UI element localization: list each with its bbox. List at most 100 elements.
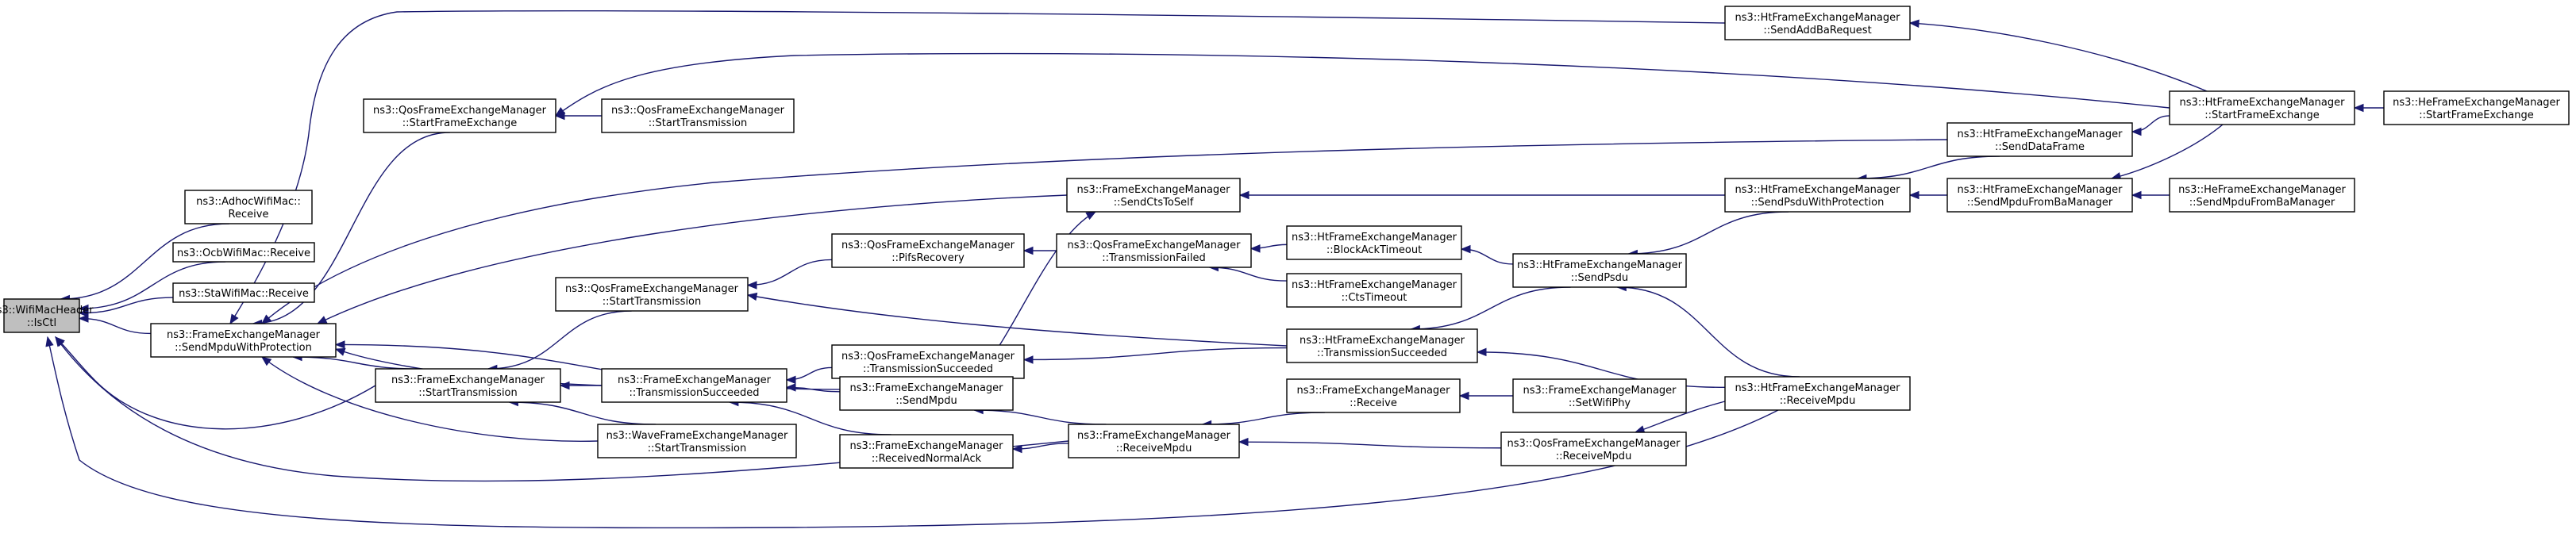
node-label: ::TransmissionSucceeded — [1317, 347, 1447, 359]
node-label: ns3::QosFrameExchangeManager — [841, 351, 1015, 362]
node-qfem_st_a[interactable]: ns3::QosFrameExchangeManager::StartTrans… — [601, 98, 795, 133]
node-fem_smwp[interactable]: ns3::FrameExchangeManager::SendMpduWithP… — [150, 323, 337, 358]
arrowhead-htfem_rm-to-root — [45, 336, 54, 347]
node-label: ::SendCtsToSelf — [1114, 197, 1194, 209]
node-ocb[interactable]: ns3::OcbWifiMac::Receive — [172, 242, 315, 263]
node-box[interactable] — [1286, 328, 1478, 363]
node-wfem_st[interactable]: ns3::WaveFrameExchangeManager::StartTran… — [597, 424, 797, 458]
node-htfem_smfbm[interactable]: ns3::HtFrameExchangeManager::SendMpduFro… — [1946, 178, 2133, 213]
node-box[interactable] — [2169, 178, 2355, 213]
node-htfem_sdf[interactable]: ns3::HtFrameExchangeManager::SendDataFra… — [1946, 122, 2133, 157]
node-box[interactable] — [1286, 225, 1462, 260]
node-label: ns3::HtFrameExchangeManager — [1735, 184, 1901, 196]
edge-htfem_sdf-to-fem_smwp — [261, 139, 1948, 324]
node-label: ::SendPsduWithProtection — [1751, 197, 1885, 209]
node-fem_recv[interactable]: ns3::FrameExchangeManager::Receive — [1286, 378, 1461, 413]
node-box[interactable] — [839, 376, 1014, 411]
node-box[interactable] — [3, 298, 80, 333]
arrowhead-htfem_sp-to-htfem_bat — [1460, 244, 1471, 254]
node-qfem_sfe[interactable]: ns3::QosFrameExchangeManager::StartFrame… — [363, 98, 556, 133]
node-box[interactable] — [172, 282, 315, 303]
node-box[interactable] — [555, 277, 749, 312]
arrowhead-htfem_sfe-to-qfem_sfe — [554, 107, 566, 117]
node-label: ::TransmissionFailed — [1102, 252, 1205, 264]
node-box[interactable] — [150, 323, 337, 358]
edge-htfem_ts-to-qfem_st_b — [747, 294, 1288, 347]
edge-htfem_sfe-to-qfem_sfe — [555, 52, 2170, 117]
node-label: ::SendAddBaRequest — [1763, 25, 1871, 36]
node-box[interactable] — [1500, 432, 1687, 466]
node-fem_ts[interactable]: ns3::FrameExchangeManager::TransmissionS… — [601, 368, 787, 403]
node-box[interactable] — [172, 242, 315, 263]
node-box[interactable] — [839, 434, 1014, 469]
edge-htfem_spwp-to-htfem_sp — [1628, 211, 1789, 255]
node-root[interactable]: ns3::WifiMacHeader::IsCtl — [0, 298, 94, 333]
node-htfem_cts[interactable]: ns3::HtFrameExchangeManager::CtsTimeout — [1286, 273, 1462, 308]
node-box[interactable] — [1724, 376, 1911, 411]
arrowhead-fem_rm-to-fem_rna — [1011, 444, 1022, 454]
node-htfem_saba[interactable]: ns3::HtFrameExchangeManager::SendAddBaRe… — [1724, 6, 1911, 40]
node-sta[interactable]: ns3::StaWifiMac::Receive — [172, 282, 315, 303]
node-qfem_rm[interactable]: ns3::QosFrameExchangeManager::ReceiveMpd… — [1500, 432, 1687, 466]
node-box[interactable] — [2169, 90, 2355, 125]
node-box[interactable] — [375, 368, 561, 403]
node-box[interactable] — [363, 98, 556, 133]
arrowhead-htfem_rm-to-htfem_ts — [1476, 347, 1487, 357]
node-box[interactable] — [1512, 253, 1687, 288]
node-htfem_sfe[interactable]: ns3::HtFrameExchangeManager::StartFrameE… — [2169, 90, 2355, 125]
node-box[interactable] — [1056, 233, 1252, 268]
node-label: ::StartTransmission — [603, 296, 702, 308]
node-label: ns3::OcbWifiMac::Receive — [177, 247, 310, 259]
node-label: ::SendMpdu — [895, 395, 957, 407]
node-qfem_st_b[interactable]: ns3::QosFrameExchangeManager::StartTrans… — [555, 277, 749, 312]
node-hefem_sfe[interactable]: ns3::HeFrameExchangeManager::StartFrameE… — [2383, 90, 2570, 125]
node-box[interactable] — [601, 368, 787, 403]
node-htfem_rm[interactable]: ns3::HtFrameExchangeManager::ReceiveMpdu — [1724, 376, 1911, 411]
node-fem_rm[interactable]: ns3::FrameExchangeManager::ReceiveMpdu — [1068, 424, 1240, 458]
node-label: ns3::HeFrameExchangeManager — [2393, 97, 2560, 109]
node-box[interactable] — [1066, 178, 1241, 213]
node-box[interactable] — [184, 190, 313, 224]
edge-htfem_saba-to-fem_smwp — [229, 10, 1726, 324]
node-htfem_spwp[interactable]: ns3::HtFrameExchangeManager::SendPsduWit… — [1724, 178, 1911, 213]
node-box[interactable] — [1946, 178, 2133, 213]
arrowhead-fem_sm-to-fem_ts — [785, 383, 796, 392]
node-htfem_ts[interactable]: ns3::HtFrameExchangeManager::Transmissio… — [1286, 328, 1478, 363]
node-box[interactable] — [601, 98, 795, 133]
node-fem_swp[interactable]: ns3::FrameExchangeManager::SetWifiPhy — [1512, 378, 1687, 413]
node-htfem_bat[interactable]: ns3::HtFrameExchangeManager::BlockAckTim… — [1286, 225, 1462, 260]
node-fem_rna[interactable]: ns3::FrameExchangeManager::ReceivedNorma… — [839, 434, 1014, 469]
arrowhead-htfem_sdf-to-fem_smwp — [261, 314, 272, 324]
node-qfem_tf[interactable]: ns3::QosFrameExchangeManager::Transmissi… — [1056, 233, 1252, 268]
node-box[interactable] — [1724, 6, 1911, 40]
edge-wfem_st-to-fem_smwp — [261, 356, 599, 442]
arrowhead-htfem_ts-to-qfem_ts — [1022, 355, 1034, 364]
arrowhead-wfem_st-to-fem_smwp — [260, 356, 272, 366]
edge-fem_rm-to-fem_sm — [974, 409, 1107, 425]
node-hefem_smfbm[interactable]: ns3::HeFrameExchangeManager::SendMpduFro… — [2169, 178, 2355, 213]
arrowhead-hefem_sfe-to-htfem_sfe — [2353, 103, 2364, 113]
node-label: ::BlockAckTimeout — [1327, 244, 1422, 256]
node-box[interactable] — [2383, 90, 2570, 125]
node-box[interactable] — [1068, 424, 1240, 458]
node-fem_st[interactable]: ns3::FrameExchangeManager::StartTransmis… — [375, 368, 561, 403]
node-label: ns3::QosFrameExchangeManager — [565, 283, 739, 295]
node-label: ::SendPsdu — [1571, 272, 1628, 284]
node-qfem_pr[interactable]: ns3::QosFrameExchangeManager::PifsRecove… — [831, 233, 1025, 268]
arrowhead-htfem_ts-to-qfem_st_b — [746, 292, 758, 301]
node-box[interactable] — [1724, 178, 1911, 213]
node-htfem_sp[interactable]: ns3::HtFrameExchangeManager::SendPsdu — [1512, 253, 1687, 288]
node-fem_scts[interactable]: ns3::FrameExchangeManager::SendCtsToSelf — [1066, 178, 1241, 213]
node-label: ns3::HtFrameExchangeManager — [1735, 12, 1901, 24]
node-qfem_ts[interactable]: ns3::QosFrameExchangeManager::Transmissi… — [831, 344, 1025, 379]
node-box[interactable] — [1286, 273, 1462, 308]
node-label: ns3::QosFrameExchangeManager — [611, 105, 785, 117]
node-label: ns3::HtFrameExchangeManager — [1958, 184, 2124, 196]
node-adhoc[interactable]: ns3::AdhocWifiMac::Receive — [184, 190, 313, 224]
node-fem_sm[interactable]: ns3::FrameExchangeManager::SendMpdu — [839, 376, 1014, 411]
node-box[interactable] — [597, 424, 797, 458]
node-box[interactable] — [1946, 122, 2133, 157]
node-box[interactable] — [1286, 378, 1461, 413]
node-box[interactable] — [831, 233, 1025, 268]
node-box[interactable] — [1512, 378, 1687, 413]
